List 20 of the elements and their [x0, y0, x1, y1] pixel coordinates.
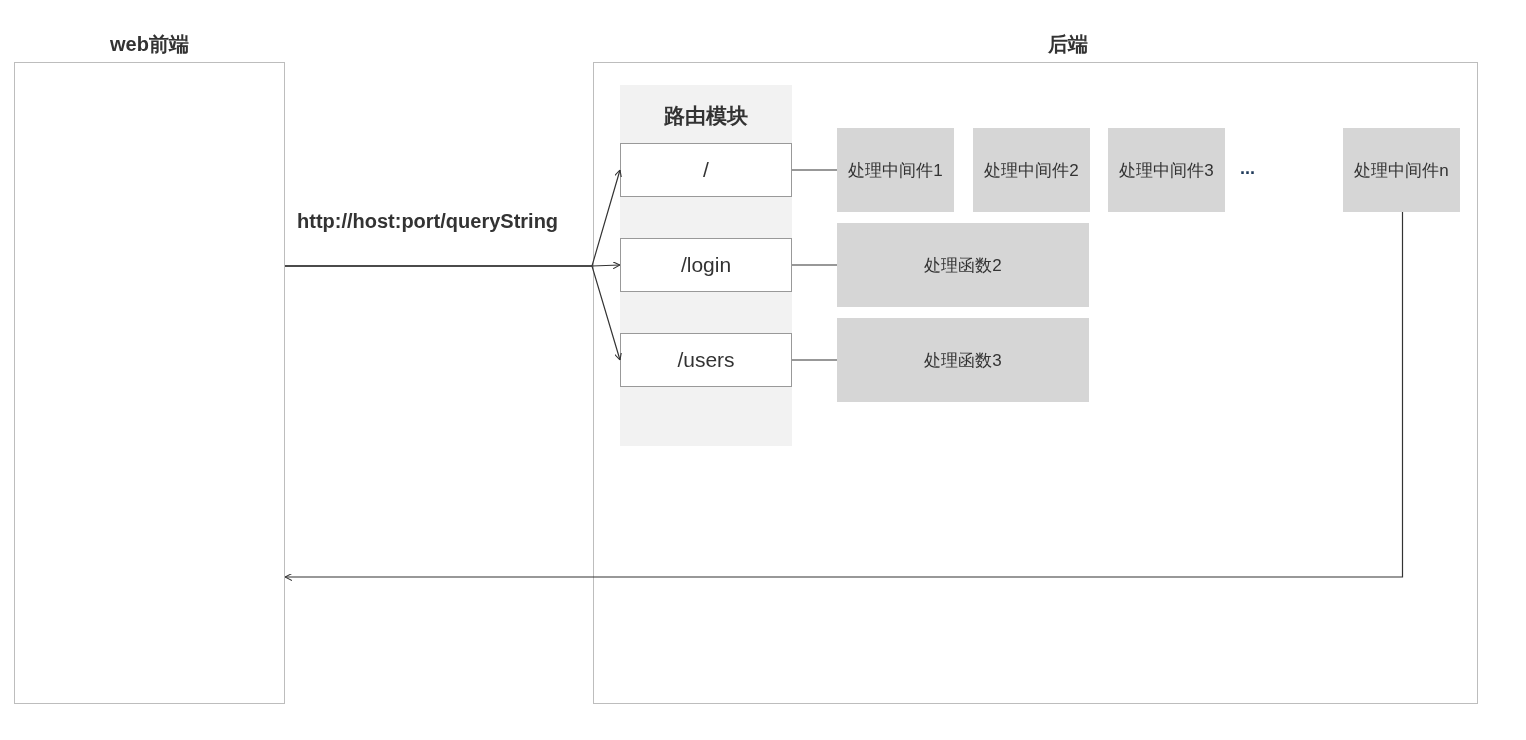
handler-box: 处理中间件n: [1343, 128, 1460, 212]
panel-title: 路由模块: [663, 103, 749, 129]
section-title: 后端: [1047, 31, 1089, 57]
edge-label: http://host:port/queryString: [297, 210, 559, 233]
router-panel: [620, 85, 792, 446]
route-box: /login: [620, 238, 792, 292]
request-arrow: [284, 265, 622, 361]
handler-box: 处理函数2: [837, 223, 1089, 307]
handler-box: 处理中间件2: [973, 128, 1090, 212]
handler-box: 处理中间件3: [1108, 128, 1225, 212]
route-box: /: [620, 143, 792, 197]
handler-box: 处理函数3: [837, 318, 1089, 402]
connector-line: [791, 169, 838, 171]
return-arrow: [284, 211, 1404, 582]
connector-line: [791, 359, 838, 361]
ellipsis-text: ...: [1240, 158, 1255, 179]
section-title: web前端: [109, 31, 190, 57]
connector-line: [791, 264, 838, 266]
route-box: /users: [620, 333, 792, 387]
handler-box: 处理中间件1: [837, 128, 954, 212]
